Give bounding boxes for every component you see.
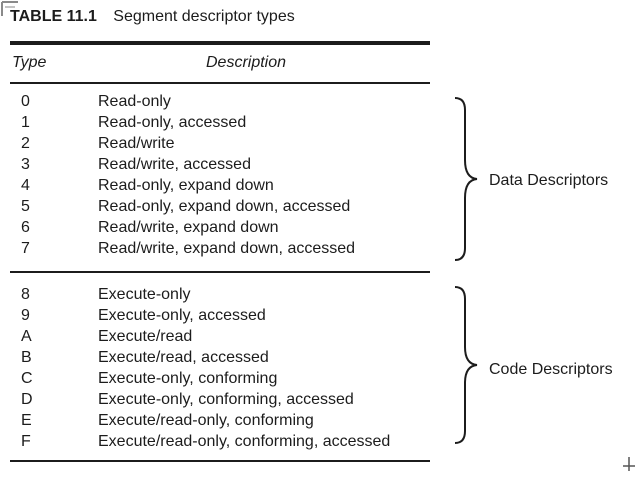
- group-separator-rule: [10, 271, 430, 273]
- type-code: 2: [21, 135, 30, 152]
- data-descriptors-label: Data Descriptors: [489, 172, 609, 189]
- type-description: Read/write: [98, 135, 175, 152]
- description-column-header: Description: [206, 54, 287, 71]
- type-column-header: Type: [12, 54, 47, 71]
- header-rule: [10, 82, 430, 84]
- type-description: Read-only, expand down, accessed: [98, 198, 351, 215]
- type-code: 9: [21, 307, 30, 324]
- type-code: D: [21, 391, 33, 408]
- code-descriptors-label: Code Descriptors: [489, 361, 613, 378]
- table-label: TABLE 11.1: [10, 8, 97, 25]
- table-caption: TABLE 11.1 Segment descriptor types: [10, 8, 295, 26]
- table-title: Segment descriptor types: [113, 8, 295, 25]
- bottom-rule: [10, 460, 430, 462]
- data-group-brace-icon: [454, 97, 478, 261]
- type-description: Execute-only, accessed: [98, 307, 266, 324]
- type-code: 6: [21, 219, 30, 236]
- type-description: Read-only: [98, 93, 171, 110]
- type-code: 5: [21, 198, 30, 215]
- type-description: Read-only, expand down: [98, 177, 274, 194]
- type-description: Read/write, expand down: [98, 219, 279, 236]
- type-code: 3: [21, 156, 30, 173]
- crop-mark-icon: [623, 457, 635, 471]
- type-description: Execute/read-only, conforming, accessed: [98, 433, 391, 450]
- type-description: Execute/read, accessed: [98, 349, 269, 366]
- type-code: 7: [21, 240, 30, 257]
- code-group-brace-icon: [454, 286, 478, 444]
- type-code: 0: [21, 93, 30, 110]
- top-rule: [10, 41, 430, 45]
- type-description: Read/write, accessed: [98, 156, 251, 173]
- type-code: C: [21, 370, 33, 387]
- type-description: Execute-only: [98, 286, 191, 303]
- type-description: Read/write, expand down, accessed: [98, 240, 356, 257]
- corner-mark-icon: [1, 1, 18, 16]
- type-code: 1: [21, 114, 30, 131]
- type-code: 8: [21, 286, 30, 303]
- type-description: Read-only, accessed: [98, 114, 247, 131]
- type-code: 4: [21, 177, 30, 194]
- type-code: A: [21, 328, 32, 345]
- type-code: B: [21, 349, 32, 366]
- type-code: E: [21, 412, 32, 429]
- type-description: Execute/read: [98, 328, 193, 345]
- type-description: Execute-only, conforming: [98, 370, 278, 387]
- type-description: Execute/read-only, conforming: [98, 412, 314, 429]
- type-code: F: [21, 433, 31, 450]
- type-description: Execute-only, conforming, accessed: [98, 391, 354, 408]
